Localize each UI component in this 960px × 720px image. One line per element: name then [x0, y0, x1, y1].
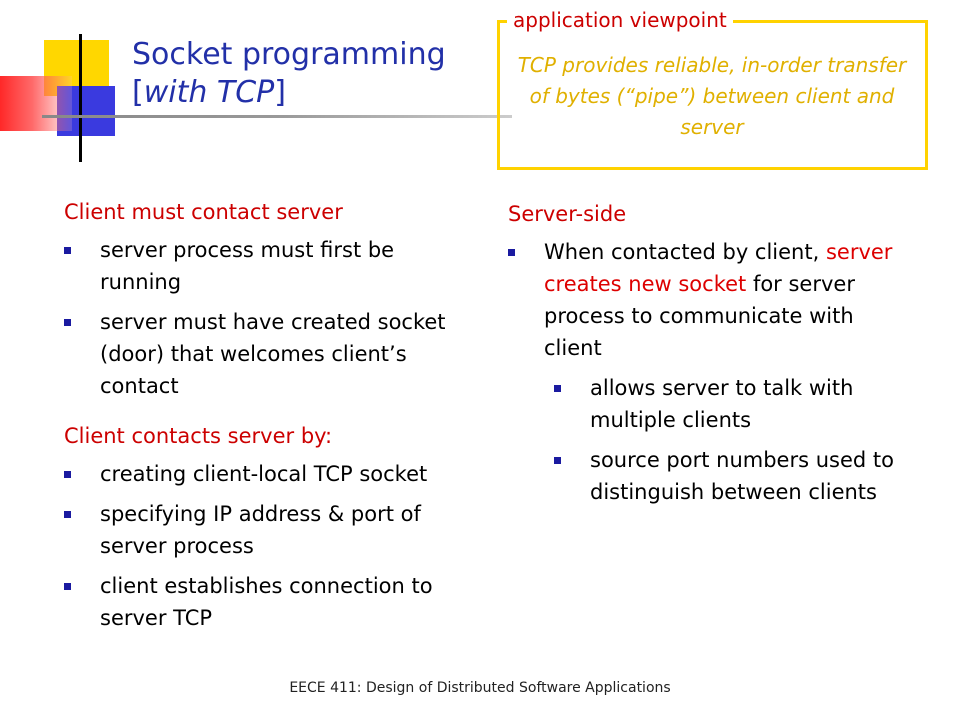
list-item: server must have created socket (door) t…	[64, 306, 464, 402]
title-line2: [with TCP]	[132, 74, 492, 112]
title-bracket-close: ]	[274, 75, 286, 110]
server-bullet-text: When contacted by client,	[544, 240, 826, 264]
list-item: allows server to talk with multiple clie…	[554, 372, 908, 436]
callout-label: application viewpoint	[507, 8, 733, 32]
title-with-tcp: with TCP	[143, 75, 275, 110]
list-item: When contacted by client, server creates…	[508, 236, 908, 364]
callout-text: TCP provides reliable, in-order transfer…	[517, 53, 907, 139]
decorative-logo	[0, 0, 140, 162]
server-bullet-text-end: for server process to communicate with c…	[544, 272, 855, 360]
list-item: specifying IP address & port of server p…	[64, 498, 464, 562]
logo-red-square	[0, 76, 72, 131]
server-sub-bullets: allows server to talk with multiple clie…	[554, 372, 908, 508]
title-underline	[42, 115, 512, 118]
client-heading: Client must contact server	[64, 200, 343, 224]
server-side-heading: Server-side	[508, 202, 627, 226]
slide-footer: EECE 411: Design of Distributed Software…	[289, 680, 671, 696]
left-column: Client must contact server server proces…	[64, 196, 464, 642]
logo-vertical-line	[79, 34, 82, 162]
server-bullet-highlight: server creates new socket	[544, 240, 893, 296]
right-column: Server-side When contacted by client, se…	[508, 198, 908, 516]
client-contacts-heading: Client contacts server by:	[64, 424, 333, 448]
client-bullets: server process must first be running ser…	[64, 234, 464, 402]
server-bullets: When contacted by client, server creates…	[508, 236, 908, 364]
client-contacts-bullets: creating client-local TCP socket specify…	[64, 458, 464, 634]
list-item: source port numbers used to distinguish …	[554, 444, 908, 508]
slide-title: Socket programming [with TCP]	[132, 36, 492, 112]
list-item: creating client-local TCP socket	[64, 458, 464, 490]
title-bracket-open: [	[132, 75, 144, 110]
list-item: client establishes connection to server …	[64, 570, 464, 634]
title-line1: Socket programming	[132, 37, 446, 72]
list-item: server process must first be running	[64, 234, 464, 298]
